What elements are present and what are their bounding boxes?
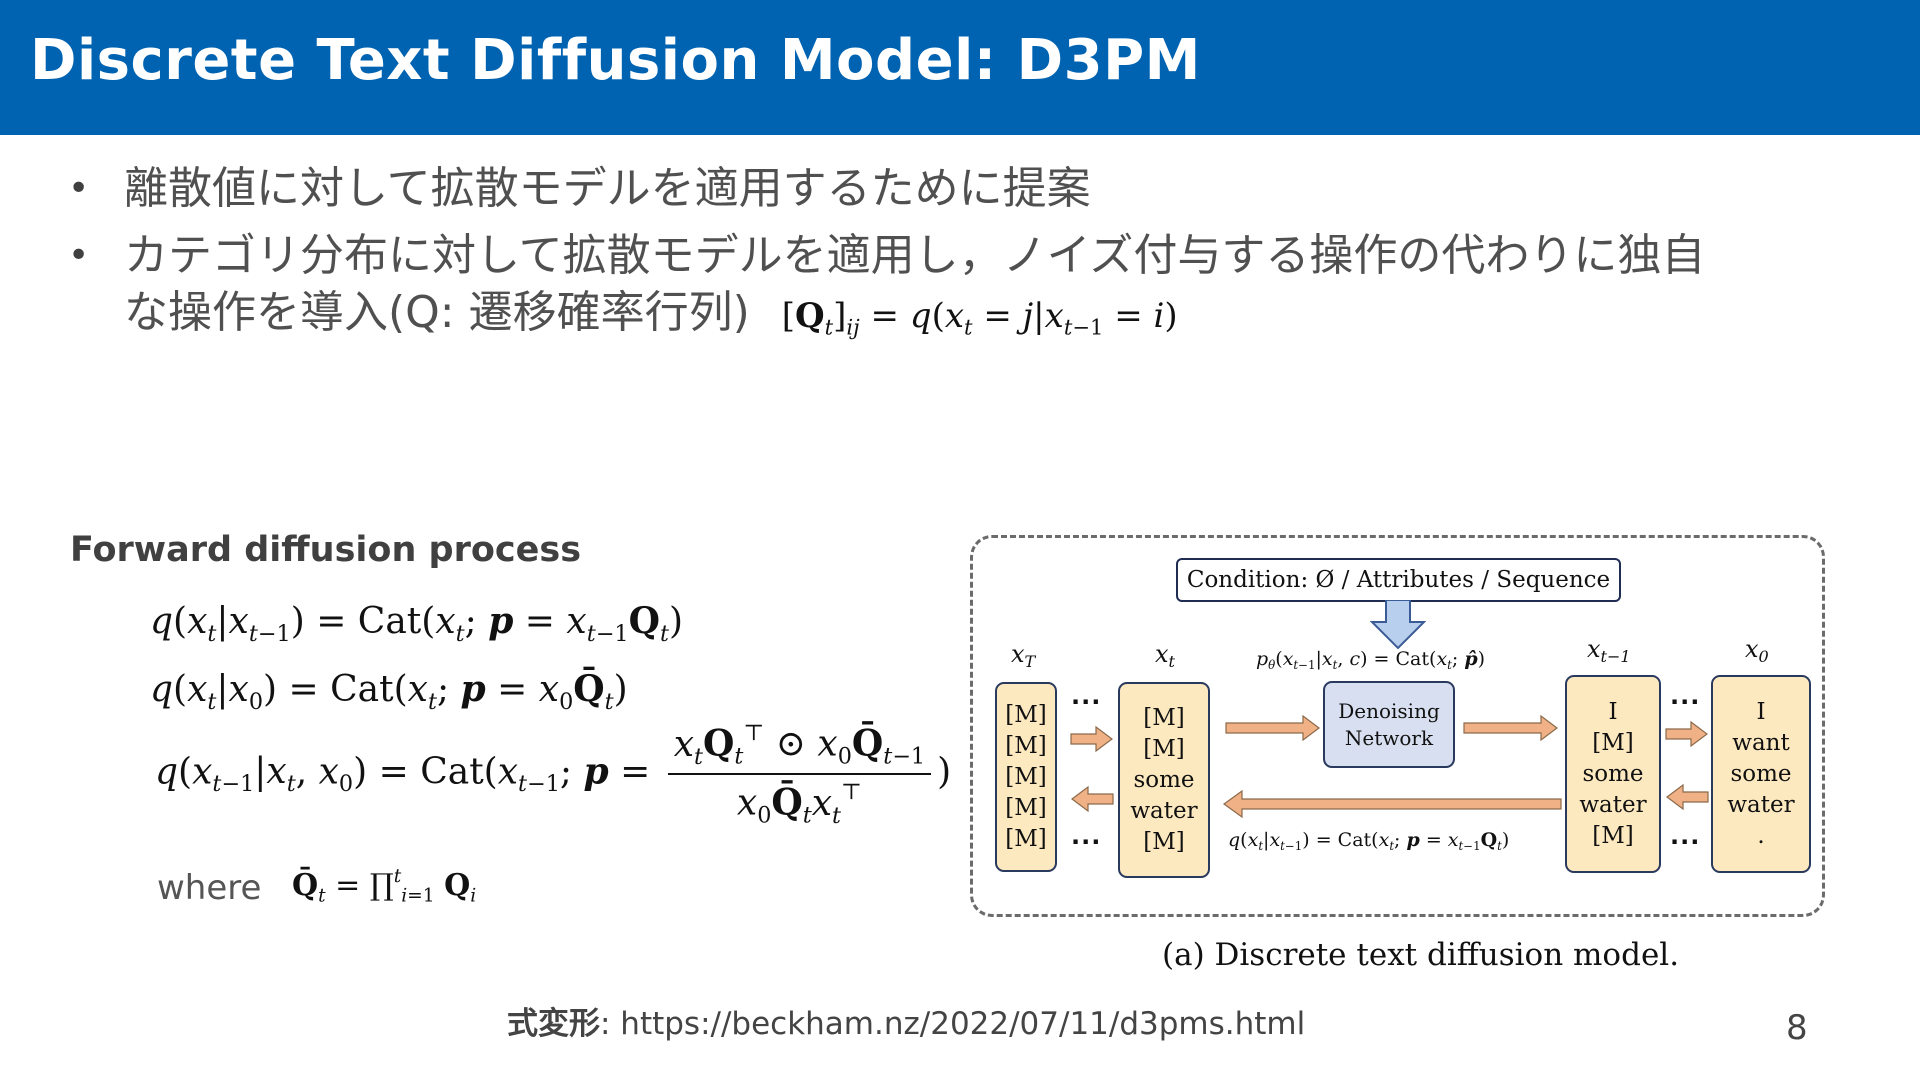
reverse-process-label: pθ(xt−1|xt, c) = Cat(xt; p̂) xyxy=(1256,648,1486,673)
transition-matrix-formula: [Qt]ij = q(xt = j|xt−1 = i) xyxy=(781,296,1178,340)
token: I xyxy=(1756,698,1766,725)
ellipsis: ··· xyxy=(1670,688,1701,716)
bullet-text-3: な操作を導入(Q: 遷移確率行列) xyxy=(124,287,750,338)
left-arrow-icon xyxy=(1222,790,1562,818)
equation-q-posterior: q(xt−1|xt, x0) = Cat(xt−1; p = xtQt⊤ ⊙ x… xyxy=(155,720,952,829)
where-label: where xyxy=(157,868,262,908)
page-number: 8 xyxy=(1786,1008,1808,1048)
bullet-dot-icon: • xyxy=(68,235,90,276)
token: [M] xyxy=(1005,825,1047,852)
right-arrow-icon xyxy=(1225,715,1320,741)
ellipsis: ··· xyxy=(1071,688,1102,716)
column-x-t-minus-1: I [M] some water [M] xyxy=(1565,675,1661,873)
bullet-item-1: • 離散値に対して拡散モデルを適用するために提案 xyxy=(68,160,1868,217)
forward-process-label: q(xt|xt−1) = Cat(xt; p = xt−1Qt) xyxy=(1228,829,1510,854)
source-prefix: 式変形 xyxy=(507,1006,600,1042)
denoise-line-2: Network xyxy=(1344,725,1434,750)
left-arrow-icon xyxy=(1666,784,1709,810)
ellipsis: ··· xyxy=(1670,828,1701,856)
label-x-T: xT xyxy=(1011,640,1036,671)
right-arrow-icon xyxy=(1463,715,1558,741)
forward-process-heading: Forward diffusion process xyxy=(70,530,582,570)
bullet-item-2: • カテゴリ分布に対して拡散モデルを適用し，ノイズ付与する操作の代わりに独自 な… xyxy=(68,227,1868,355)
token: want xyxy=(1732,729,1790,756)
figure-caption: (a) Discrete text diffusion model. xyxy=(1162,937,1680,973)
token: [M] xyxy=(1005,732,1047,759)
diffusion-diagram: Condition: Ø / Attributes / Sequence xT … xyxy=(970,535,1825,917)
right-arrow-icon xyxy=(1665,721,1708,747)
token: [M] xyxy=(1592,729,1634,756)
token: [M] xyxy=(1592,822,1634,849)
token: . xyxy=(1757,822,1765,849)
bullet-list: • 離散値に対して拡散モデルを適用するために提案 • カテゴリ分布に対して拡散モ… xyxy=(68,160,1868,365)
right-arrow-icon xyxy=(1070,726,1113,752)
token: water xyxy=(1727,791,1795,818)
token: [M] xyxy=(1005,701,1047,728)
token: [M] xyxy=(1143,735,1185,762)
column-x-t: [M] [M] some water [M] xyxy=(1118,682,1210,878)
token: [M] xyxy=(1005,794,1047,821)
token: water xyxy=(1130,797,1198,824)
denoising-network-box: Denoising Network xyxy=(1323,681,1455,768)
bullet-text-1: 離散値に対して拡散モデルを適用するために提案 xyxy=(124,163,1091,214)
denoise-line-1: Denoising xyxy=(1338,698,1440,723)
condition-box: Condition: Ø / Attributes / Sequence xyxy=(1176,558,1621,602)
token: some xyxy=(1582,760,1644,787)
equation-q-bar-product: Q̄t = ∏ti=1 Qi xyxy=(292,866,477,907)
label-x-t-1: xt−1 xyxy=(1587,635,1631,666)
source-reference: 式変形: https://beckham.nz/2022/07/11/d3pms… xyxy=(507,998,1305,1043)
token: I xyxy=(1608,698,1618,725)
token: [M] xyxy=(1005,763,1047,790)
source-url[interactable]: : https://beckham.nz/2022/07/11/d3pms.ht… xyxy=(600,1006,1306,1042)
token: [M] xyxy=(1143,828,1185,855)
condition-down-arrow-icon xyxy=(1370,600,1426,650)
bullet-text-2: カテゴリ分布に対して拡散モデルを適用し，ノイズ付与する操作の代わりに独自 xyxy=(124,230,1706,281)
slide-title: Discrete Text Diffusion Model: D3PM xyxy=(30,28,1201,93)
equation-q-marginal: q(xt|x0) = Cat(xt; p = x0Q̄t) xyxy=(150,668,628,715)
token: water xyxy=(1579,791,1647,818)
title-bar: Discrete Text Diffusion Model: D3PM xyxy=(0,0,1920,135)
label-x-t: xt xyxy=(1155,640,1175,671)
equation-q-step: q(xt|xt−1) = Cat(xt; p = xt−1Qt) xyxy=(150,600,683,647)
label-x-0: x0 xyxy=(1745,635,1769,666)
bullet-dot-icon: • xyxy=(68,168,90,209)
token: some xyxy=(1730,760,1792,787)
token: some xyxy=(1133,766,1195,793)
token: [M] xyxy=(1143,704,1185,731)
column-x-0: I want some water . xyxy=(1711,675,1811,873)
column-x-T: [M] [M] [M] [M] [M] xyxy=(995,682,1057,872)
ellipsis: ··· xyxy=(1071,828,1102,856)
left-arrow-icon xyxy=(1071,786,1114,812)
